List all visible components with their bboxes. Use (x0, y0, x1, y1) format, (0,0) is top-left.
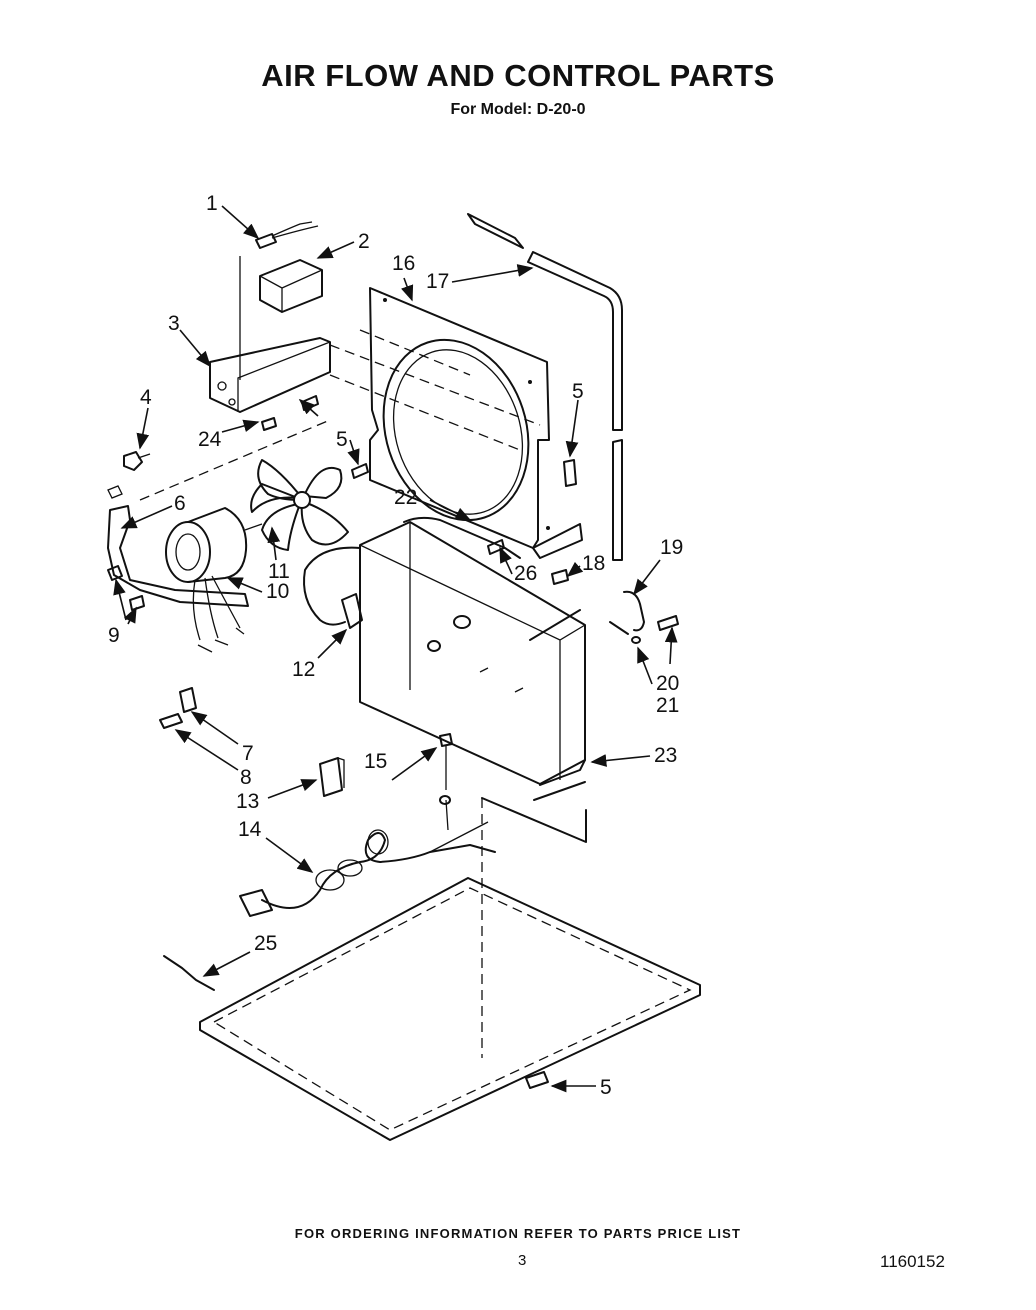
callout-leaders (113, 205, 678, 1093)
callout-3: 3 (168, 312, 180, 335)
callout-5-bottom: 5 (600, 1076, 612, 1099)
callout-18: 18 (582, 552, 605, 575)
callout-1: 1 (206, 192, 218, 215)
callout-23: 23 (654, 744, 677, 767)
ordering-info-note: FOR ORDERING INFORMATION REFER TO PARTS … (294, 1226, 742, 1241)
document-number: 1160152 (880, 1252, 945, 1271)
switch-part (319, 757, 345, 797)
power-cord-part (239, 799, 496, 917)
callout-5-center: 5 (336, 428, 348, 451)
callout-20: 20 (656, 672, 679, 695)
page-number: 3 (518, 1252, 527, 1269)
dashed-guide-lines (139, 329, 541, 501)
callout-26: 26 (514, 562, 537, 585)
callout-4: 4 (140, 386, 152, 409)
gasket-strips-part (467, 213, 623, 561)
fan-shroud-part (369, 287, 583, 559)
base-pan-part (163, 797, 701, 1141)
capacitor-part (239, 221, 323, 380)
callout-14: 14 (238, 818, 262, 841)
callout-8: 8 (240, 766, 252, 789)
callout-16: 16 (392, 252, 415, 275)
callout-labels: 1 2 3 4 24 16 17 5 5 6 22 26 18 11 10 9 … (108, 192, 683, 1099)
page-title: AIR FLOW AND CONTROL PARTS (261, 58, 775, 93)
callout-10: 10 (266, 580, 289, 603)
fan-motor-part (165, 507, 263, 653)
callout-9: 9 (108, 624, 120, 647)
callout-19: 19 (660, 536, 683, 559)
fan-blade-part (250, 459, 349, 551)
clip-screws-part (623, 590, 679, 644)
thermostat-knob-part (123, 451, 151, 471)
callout-11: 11 (268, 560, 290, 583)
callout-22: 22 (394, 486, 417, 509)
callout-13: 13 (236, 790, 259, 813)
callout-21: 21 (656, 694, 679, 717)
screw-grommet-part (439, 733, 453, 805)
wire-clamp-part (159, 687, 197, 729)
callout-2: 2 (358, 230, 370, 253)
control-bracket-part (209, 337, 331, 413)
callout-12: 12 (292, 658, 315, 681)
callout-6: 6 (174, 492, 186, 515)
control-panel-part (303, 516, 629, 801)
callout-7: 7 (242, 742, 254, 765)
callout-5-top-right: 5 (572, 380, 584, 403)
callout-15: 15 (364, 750, 387, 773)
model-subtitle: For Model: D-20-0 (450, 101, 586, 118)
callout-25: 25 (254, 932, 277, 955)
callout-24: 24 (198, 428, 222, 451)
callout-17: 17 (426, 270, 449, 293)
